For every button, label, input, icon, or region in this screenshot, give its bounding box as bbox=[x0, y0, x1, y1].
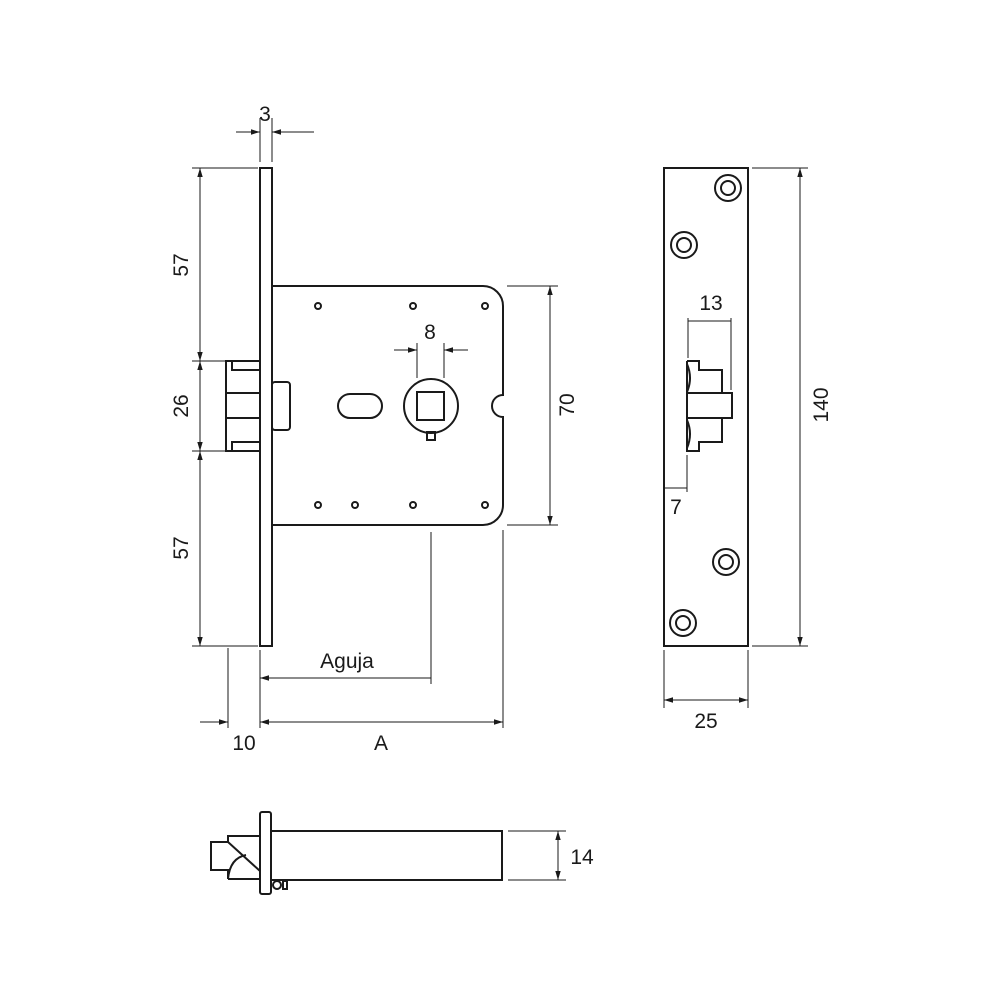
latch-bolt-side bbox=[686, 360, 733, 452]
screw-holes bbox=[669, 174, 742, 637]
latch-bolt bbox=[225, 360, 261, 452]
dim-follower: 8 bbox=[424, 321, 436, 344]
dim-backset: Aguja bbox=[320, 650, 374, 673]
front-view: 3 57 26 57 70 8 Aguja 10 A bbox=[170, 103, 579, 755]
dim-case-thickness: 14 bbox=[570, 846, 594, 869]
dim-latch: 26 bbox=[170, 394, 193, 417]
dim-projection: 10 bbox=[232, 732, 255, 755]
dim-faceplate-thickness: 3 bbox=[259, 103, 271, 126]
dim-body-height: 70 bbox=[556, 393, 579, 416]
dim-case-depth: A bbox=[374, 732, 388, 755]
latch-roller bbox=[271, 381, 291, 431]
faceplate-edge bbox=[259, 811, 272, 895]
keyhole-slot bbox=[337, 393, 383, 419]
latch-bolt-top bbox=[210, 835, 261, 880]
lock-case bbox=[272, 285, 504, 526]
dim-faceplate-height: 140 bbox=[810, 387, 833, 422]
dim-lower: 57 bbox=[170, 536, 193, 559]
follower bbox=[403, 378, 459, 441]
faceplate bbox=[259, 167, 273, 647]
dim-bolt-offset: 7 bbox=[670, 496, 682, 519]
faceplate-front bbox=[663, 167, 749, 647]
case-edge bbox=[270, 830, 503, 881]
dim-upper: 57 bbox=[170, 253, 193, 276]
mounting-holes bbox=[314, 302, 489, 509]
side-view: 13 7 140 25 bbox=[663, 167, 833, 733]
dim-faceplate-width: 25 bbox=[694, 710, 717, 733]
top-view: 14 bbox=[210, 811, 594, 895]
dim-bolt-projection: 13 bbox=[699, 292, 722, 315]
